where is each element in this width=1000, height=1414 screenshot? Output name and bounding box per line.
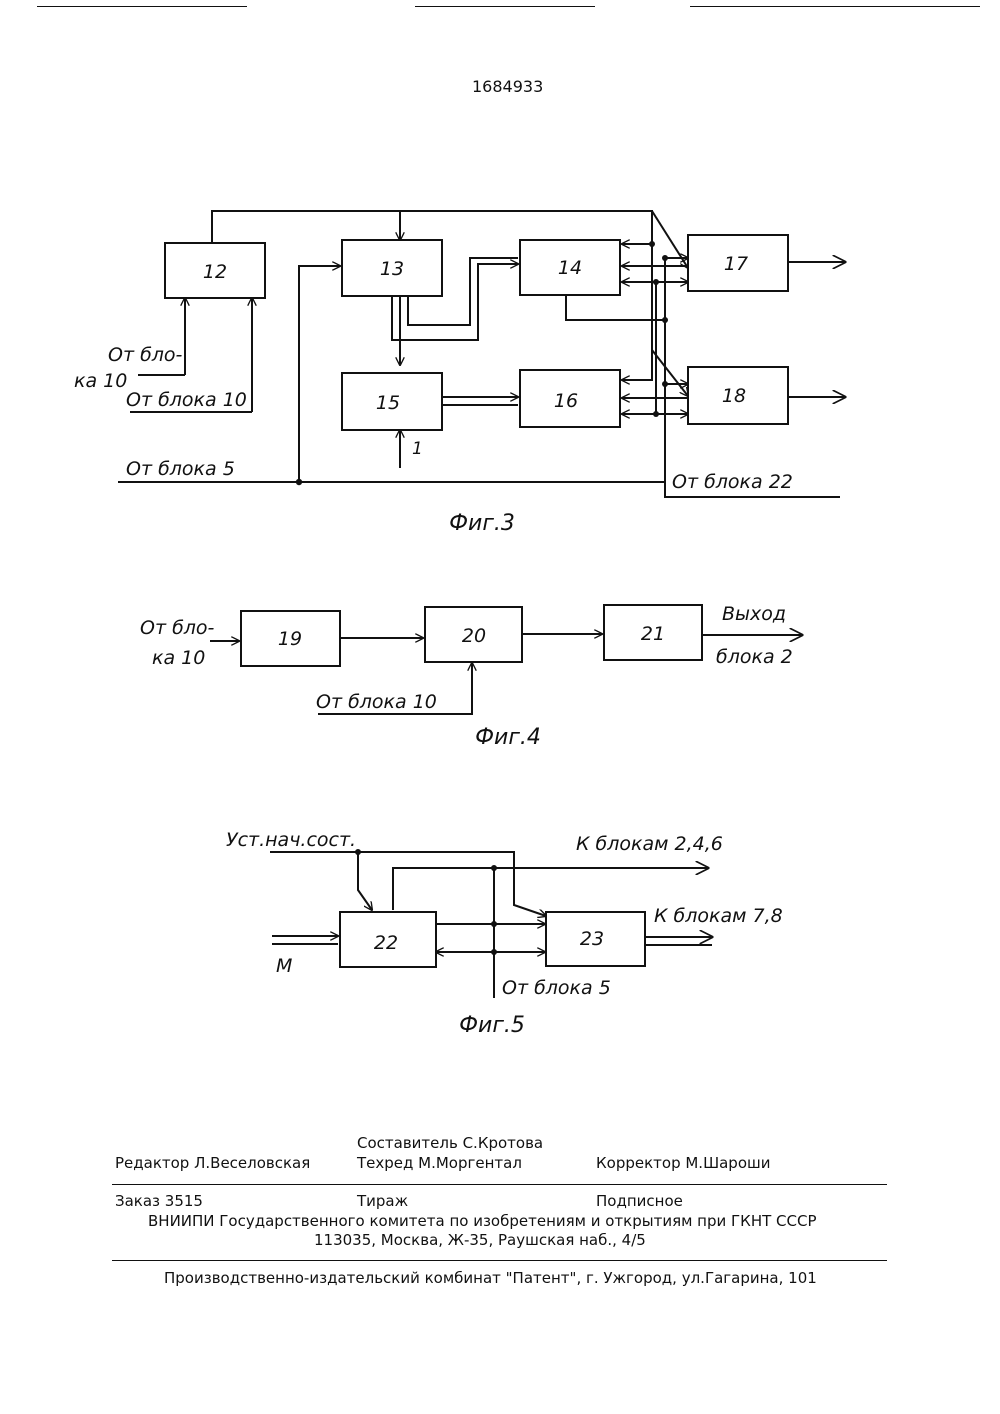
colophon-techred: Техред М.Моргентал [357, 1154, 522, 1172]
fig3-from-block22: От блока 22 [672, 471, 793, 493]
fig3-wire-to-17 [652, 211, 688, 268]
colophon-rule-1 [112, 1184, 887, 1185]
fig3-14-down [566, 295, 665, 320]
fig3-caption: Фиг.3 [449, 511, 515, 536]
figure-5: 22 23 Уст.нач.сост. К блокам 2,4,6 К бло… [226, 829, 783, 1038]
fig4-from-block10-b: От блока 10 [316, 691, 437, 713]
colophon-circulation: Тираж [357, 1192, 408, 1210]
fig5-reset-bus [270, 852, 546, 916]
fig3-block-17-label: 17 [724, 253, 748, 275]
fig5-to-blocks-246 [393, 868, 708, 910]
colophon-order: Заказ 3515 [115, 1192, 203, 1210]
fig4-output-2: блока 2 [716, 646, 793, 668]
fig4-block-21-label: 21 [641, 623, 665, 645]
fig4-caption: Фиг.4 [475, 725, 541, 750]
fig3-block-18-label: 18 [722, 385, 746, 407]
colophon-corrector: Корректор М.Шароши [596, 1154, 770, 1172]
fig4-block-20-label: 20 [462, 625, 486, 647]
fig5-from-block5-label: От блока 5 [502, 977, 611, 999]
fig3-input-1-label: 1 [412, 439, 423, 459]
fig3-wire-to-18 [652, 350, 688, 396]
fig3-block-12-label: 12 [203, 261, 227, 283]
fig3-from-block10-b: От блока 10 [126, 389, 247, 411]
fig4-from-block10-a1: От бло- [140, 617, 215, 639]
fig5-reset-to-22 [358, 852, 372, 910]
colophon-editor: Редактор Л.Веселовская [115, 1154, 310, 1172]
colophon-publisher: Производственно-издательский комбинат "П… [164, 1269, 817, 1287]
fig3-block-15-label: 15 [376, 392, 400, 414]
colophon-address: 113035, Москва, Ж-35, Раушская наб., 4/5 [314, 1231, 646, 1249]
fig4-block-19-label: 19 [278, 628, 302, 650]
fig3-block-14-label: 14 [558, 257, 582, 279]
fig5-block-22-label: 22 [374, 932, 398, 954]
fig5-to-blocks-78-label: К блокам 7,8 [654, 905, 783, 927]
fig5-reset-label: Уст.нач.сост. [226, 829, 356, 851]
colophon-subscription: Подписное [596, 1192, 683, 1210]
fig3-from-block10-a2: ка 10 [74, 370, 127, 392]
fig5-caption: Фиг.5 [459, 1013, 525, 1038]
fig4-output-1: Выход [722, 603, 786, 625]
colophon-composer: Составитель С.Кротова [357, 1134, 543, 1152]
fig4-from-block10-a2: ка 10 [152, 647, 205, 669]
colophon-org: ВНИИПИ Государственного комитета по изоб… [148, 1212, 817, 1230]
figure-3: 12 13 14 15 16 17 18 От бло- ка 10 От бл… [74, 211, 845, 536]
fig3-block-13-label: 13 [380, 258, 404, 280]
fig3-wire-to-16a [622, 244, 652, 380]
fig5-input-m-label: М [276, 955, 292, 977]
colophon-rule-2 [112, 1260, 887, 1261]
figure-4: 19 20 21 От бло- ка 10 От блока 10 Выход… [140, 603, 802, 750]
fig3-from-block5: От блока 5 [126, 458, 235, 480]
fig3-block-16-label: 16 [554, 390, 578, 412]
fig5-to-blocks-246-label: К блокам 2,4,6 [576, 833, 723, 855]
fig5-block-23-label: 23 [580, 928, 604, 950]
fig3-wire-to-13b [299, 266, 340, 482]
fig3-from-block10-a1: От бло- [108, 344, 183, 366]
